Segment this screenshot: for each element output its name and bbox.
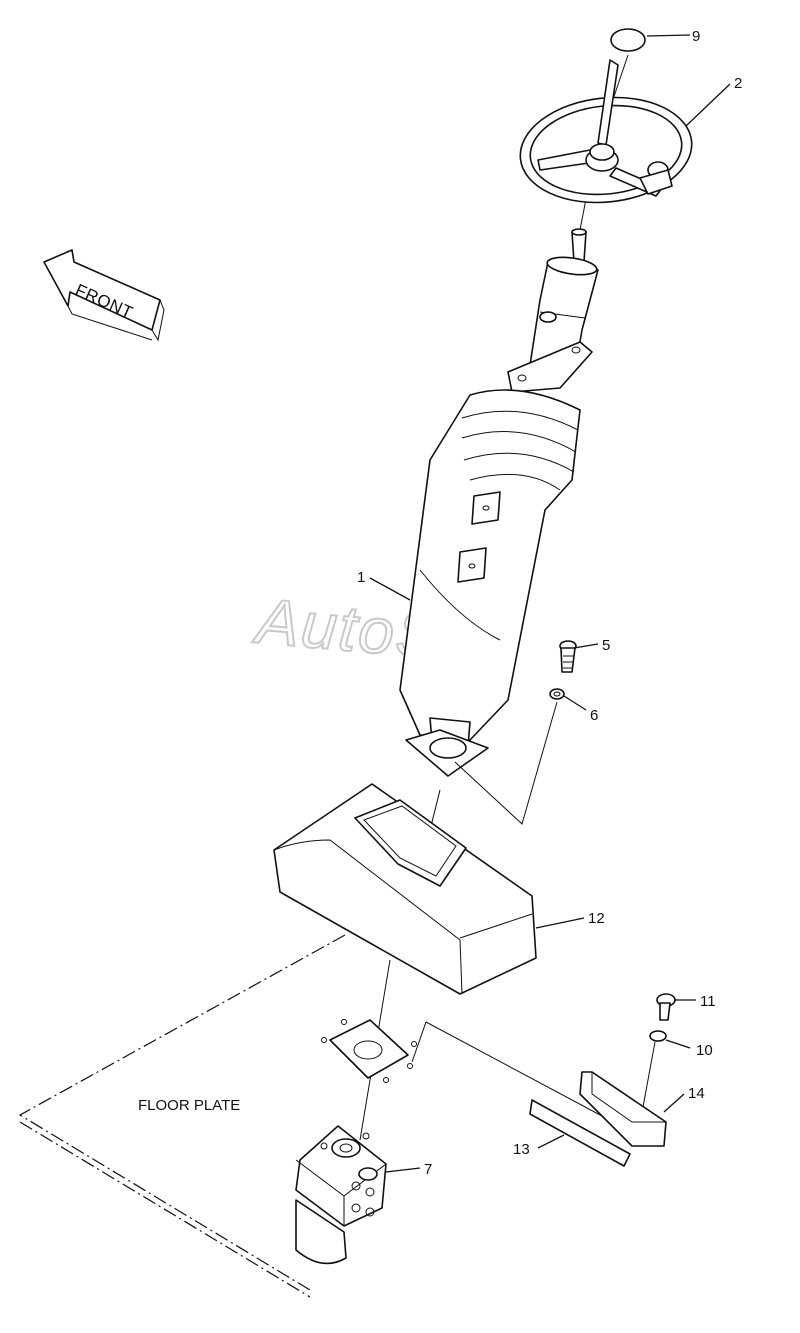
callout-10: 10 [696, 1042, 713, 1059]
leader-to-bracket [411, 1021, 633, 1133]
callout-12: 12 [588, 910, 605, 927]
floor-plate-label: FLOOR PLATE [138, 1097, 240, 1114]
part-6-washer [549, 688, 565, 700]
part-2-steering-wheel [519, 59, 693, 204]
callout-5: 5 [602, 637, 610, 654]
part-9-cap [610, 28, 646, 52]
leader-5-6-to-flange [454, 701, 558, 825]
part-12-console-cover [273, 783, 537, 995]
callout-11: 11 [700, 993, 716, 1010]
part-11-bolt [656, 993, 676, 1021]
floor-plate-outline [18, 934, 346, 1291]
callout-2: 2 [734, 75, 742, 92]
gasket [321, 1019, 417, 1083]
callout-9: 9 [692, 28, 700, 45]
callout-13: 13 [513, 1141, 530, 1158]
callout-1: 1 [357, 569, 365, 586]
callout-leaders [369, 34, 731, 1173]
front-arrow-icon: FRONT [43, 249, 165, 342]
callout-7: 7 [424, 1161, 432, 1178]
part-10-washer [649, 1030, 667, 1042]
column-bracket [507, 341, 593, 393]
part-5-bolt [559, 640, 577, 673]
part-13-plate [529, 1099, 631, 1167]
callout-6: 6 [590, 707, 598, 724]
part-7-steering-unit [295, 1125, 387, 1265]
callout-14: 14 [688, 1085, 705, 1102]
